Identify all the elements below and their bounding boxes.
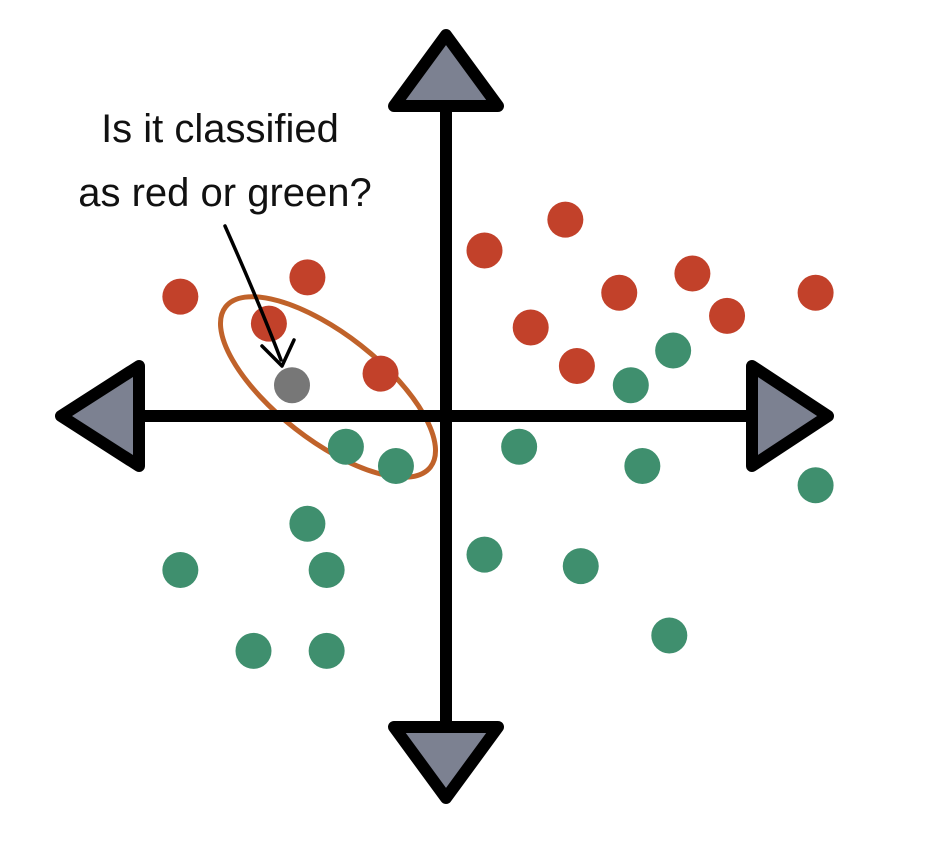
red-point bbox=[362, 355, 399, 392]
red-point bbox=[558, 347, 595, 384]
red-point bbox=[289, 259, 326, 296]
red-point bbox=[250, 305, 287, 342]
axes bbox=[55, 29, 834, 804]
arrow-left-icon bbox=[55, 360, 145, 472]
green-point bbox=[308, 632, 345, 669]
red-point bbox=[547, 201, 584, 238]
green-point bbox=[562, 548, 599, 585]
pointer-arrowhead-icon bbox=[260, 338, 296, 368]
green-point bbox=[235, 632, 272, 669]
points-layer bbox=[162, 201, 834, 669]
green-point bbox=[377, 448, 414, 485]
unknown-point bbox=[274, 367, 310, 404]
green-point bbox=[308, 552, 345, 588]
arrow-down-icon bbox=[388, 721, 504, 804]
green-point bbox=[162, 552, 199, 588]
red-point bbox=[162, 278, 199, 315]
question-line-2: as red or green? bbox=[78, 171, 372, 215]
question-line-1: Is it classified bbox=[101, 107, 339, 151]
arrow-up-icon bbox=[388, 29, 504, 112]
pointer-arrow bbox=[223, 224, 283, 362]
green-point bbox=[797, 467, 834, 504]
red-point bbox=[709, 297, 746, 334]
red-point bbox=[466, 232, 503, 269]
red-point bbox=[674, 255, 711, 292]
green-point bbox=[651, 617, 688, 654]
red-point bbox=[512, 309, 549, 346]
red-point bbox=[797, 274, 834, 311]
green-point bbox=[655, 332, 692, 369]
arrow-right-icon bbox=[746, 360, 834, 472]
green-point bbox=[289, 505, 326, 542]
green-point bbox=[612, 367, 649, 404]
neighborhood-ellipse bbox=[217, 294, 439, 480]
green-point bbox=[501, 428, 538, 465]
green-point bbox=[466, 536, 503, 573]
green-point bbox=[327, 428, 364, 465]
green-point bbox=[624, 448, 661, 485]
red-point bbox=[601, 274, 638, 311]
